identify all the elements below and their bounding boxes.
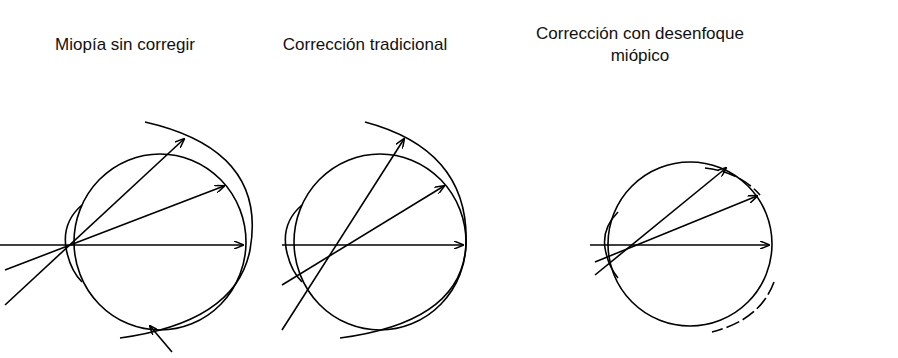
eye-caption: Corrección tradicional — [255, 34, 475, 56]
eye-caption: Miopía sin corregir — [20, 34, 230, 56]
eye-caption: Corrección con desenfoque miópico — [515, 23, 765, 67]
